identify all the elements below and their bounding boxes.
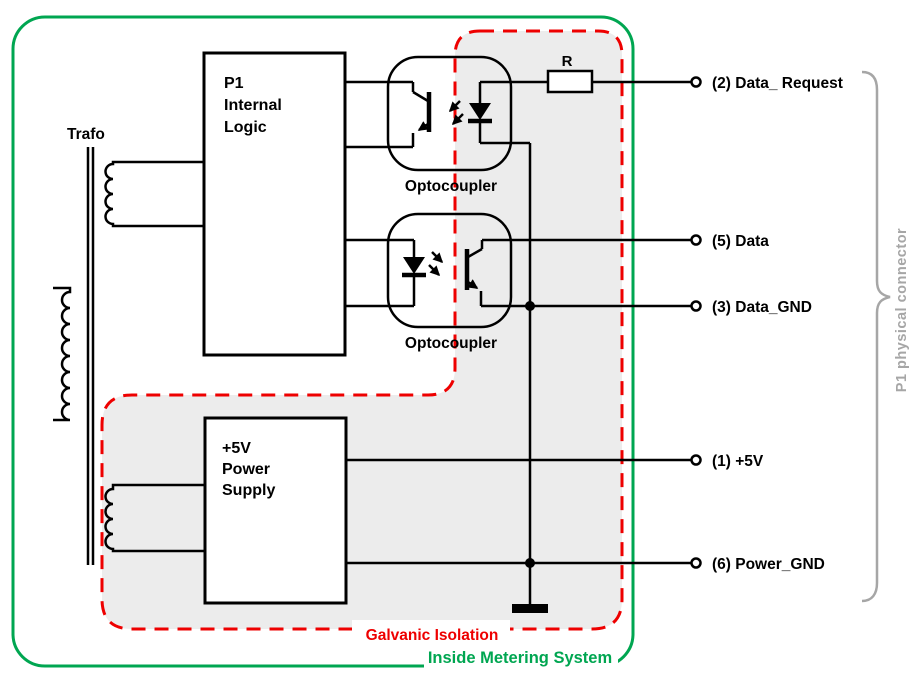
output-wires <box>346 141 691 613</box>
junction-dot <box>525 301 535 311</box>
light-arrows-icon <box>428 251 444 277</box>
led-icon <box>402 240 426 306</box>
p1-logic-line1: P1 <box>224 75 244 92</box>
p1-internal-logic-rect <box>202 51 347 357</box>
galvanic-isolation-caption: Galvanic Isolation <box>352 620 510 645</box>
terminal-circle <box>690 557 702 569</box>
terminal-pin-2: (2) Data_ Request <box>690 75 843 92</box>
ground-icon <box>512 604 548 613</box>
terminal-label: (5) Data <box>712 233 769 250</box>
terminal-circle <box>690 300 702 312</box>
terminal-pin-5: (5) Data <box>690 233 769 250</box>
terminal-label: (2) Data_ Request <box>712 75 843 92</box>
logic-wires <box>345 80 414 308</box>
resistor: R <box>480 53 691 94</box>
optocoupler-bottom: Optocoupler <box>386 212 513 352</box>
p1-physical-connector: P1 physical connector <box>861 70 910 603</box>
power-supply-line3: Supply <box>222 482 275 499</box>
connector-bracket <box>861 70 891 603</box>
optocoupler-top: Optocoupler <box>386 55 513 195</box>
led-icon <box>468 82 492 143</box>
power-supply-line2: Power <box>222 461 270 478</box>
terminal-label: (3) Data_GND <box>712 299 812 316</box>
p1-logic-line3: Logic <box>224 119 267 136</box>
terminal-circle <box>690 234 702 246</box>
inside-metering-caption: Inside Metering System <box>424 644 618 669</box>
terminal-label: (6) Power_GND <box>712 556 825 573</box>
power-supply-line1: +5V <box>222 440 251 457</box>
power-supply-box: +5V Power Supply <box>203 416 348 605</box>
p1-logic-line2: Internal <box>224 97 282 114</box>
transformer-label: Trafo <box>67 126 105 143</box>
label-backdrop <box>424 644 618 669</box>
light-arrows-icon <box>448 100 464 126</box>
terminal-circle <box>690 76 702 88</box>
terminal-circle <box>690 454 702 466</box>
p1-internal-logic-box: P1 Internal Logic <box>202 51 347 357</box>
inside-metering-label: Inside Metering System <box>428 649 612 667</box>
resistor-label: R <box>562 53 573 70</box>
galvanic-isolation-label: Galvanic Isolation <box>366 627 499 644</box>
power-secondary-winding <box>104 483 205 553</box>
junction-dot <box>525 558 535 568</box>
connector-bracket-label: P1 physical connector <box>894 228 910 392</box>
power-supply-rect <box>203 416 348 605</box>
terminal-pin-6: (6) Power_GND <box>690 556 825 573</box>
optocoupler-bottom-outline <box>386 212 513 329</box>
terminal-pin-1: (1) +5V <box>690 453 764 470</box>
inside-metering-boundary <box>11 15 635 668</box>
label-backdrop <box>352 620 510 645</box>
phototransistor-icon <box>411 82 432 147</box>
terminal-pin-3: (3) Data_GND <box>690 299 812 316</box>
primary-winding <box>53 286 72 422</box>
galvanic-isolation-region <box>100 29 624 631</box>
optocoupler-top-label: Optocoupler <box>405 178 497 195</box>
transformer: Trafo <box>53 126 205 565</box>
phototransistor-icon <box>464 240 484 306</box>
logic-secondary-winding <box>104 160 204 228</box>
optocoupler-top-outline <box>386 55 513 172</box>
terminal-label: (1) +5V <box>712 453 764 470</box>
optocoupler-bottom-label: Optocoupler <box>405 335 497 352</box>
resistor-body <box>546 69 594 94</box>
